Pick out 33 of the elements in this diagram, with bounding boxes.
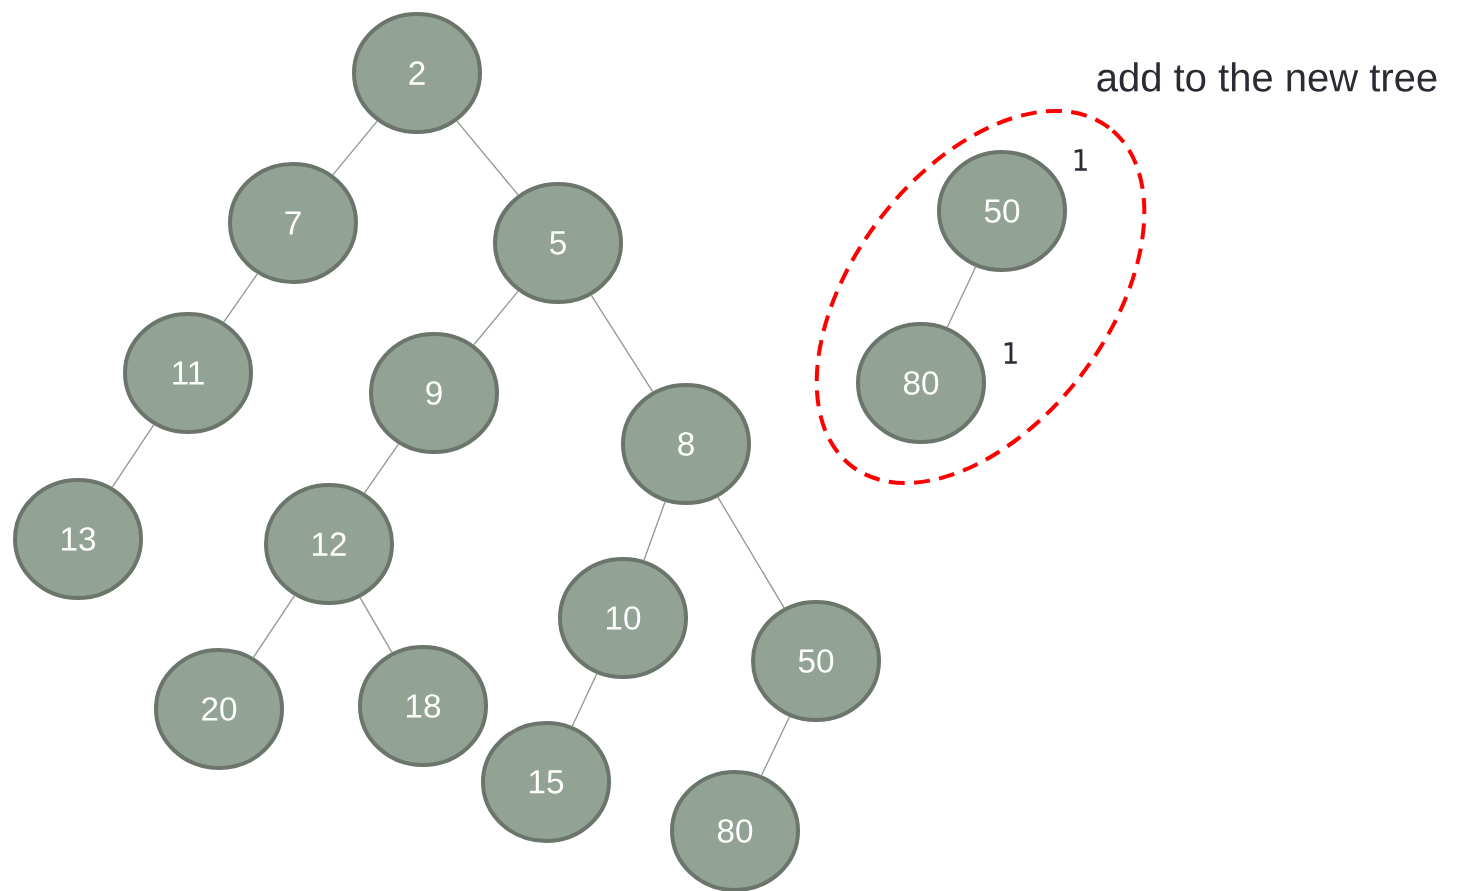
tree-node: 2 [352, 12, 482, 134]
branch-line [332, 120, 378, 176]
branch-line [946, 266, 977, 328]
tree-node: 18 [358, 645, 488, 767]
branch-line [252, 595, 296, 658]
branch-line [359, 596, 393, 654]
count-label: 1 [1074, 149, 1087, 171]
tree-node: 50 [751, 600, 881, 722]
branch-line [590, 294, 654, 393]
tree-node: 15 [481, 721, 611, 843]
tree-node: 9 [369, 332, 499, 454]
tree-node: 13 [13, 478, 143, 600]
tree-node: 10 [558, 557, 688, 679]
branch-line [363, 443, 400, 494]
tree-node: 7 [228, 162, 358, 284]
branch-line [473, 290, 519, 346]
branch-line [643, 501, 666, 561]
tree-node: 5 [493, 182, 623, 304]
branch-line [111, 424, 155, 488]
tree-node: 50 [937, 150, 1067, 272]
branch-line [717, 496, 785, 609]
branch-line [223, 273, 258, 323]
tree-node: 20 [154, 648, 284, 770]
annotation-text: add to the new tree [1097, 62, 1437, 92]
tree-node: 8 [621, 383, 751, 505]
tree-node: 80 [856, 322, 986, 444]
branch-line [760, 716, 791, 776]
branch-line [456, 120, 519, 196]
count-label: 1 [1004, 342, 1017, 364]
tree-node: 11 [123, 312, 253, 434]
tree-node: 80 [670, 770, 800, 891]
branch-line [571, 673, 598, 727]
tree-node: 12 [264, 483, 394, 605]
